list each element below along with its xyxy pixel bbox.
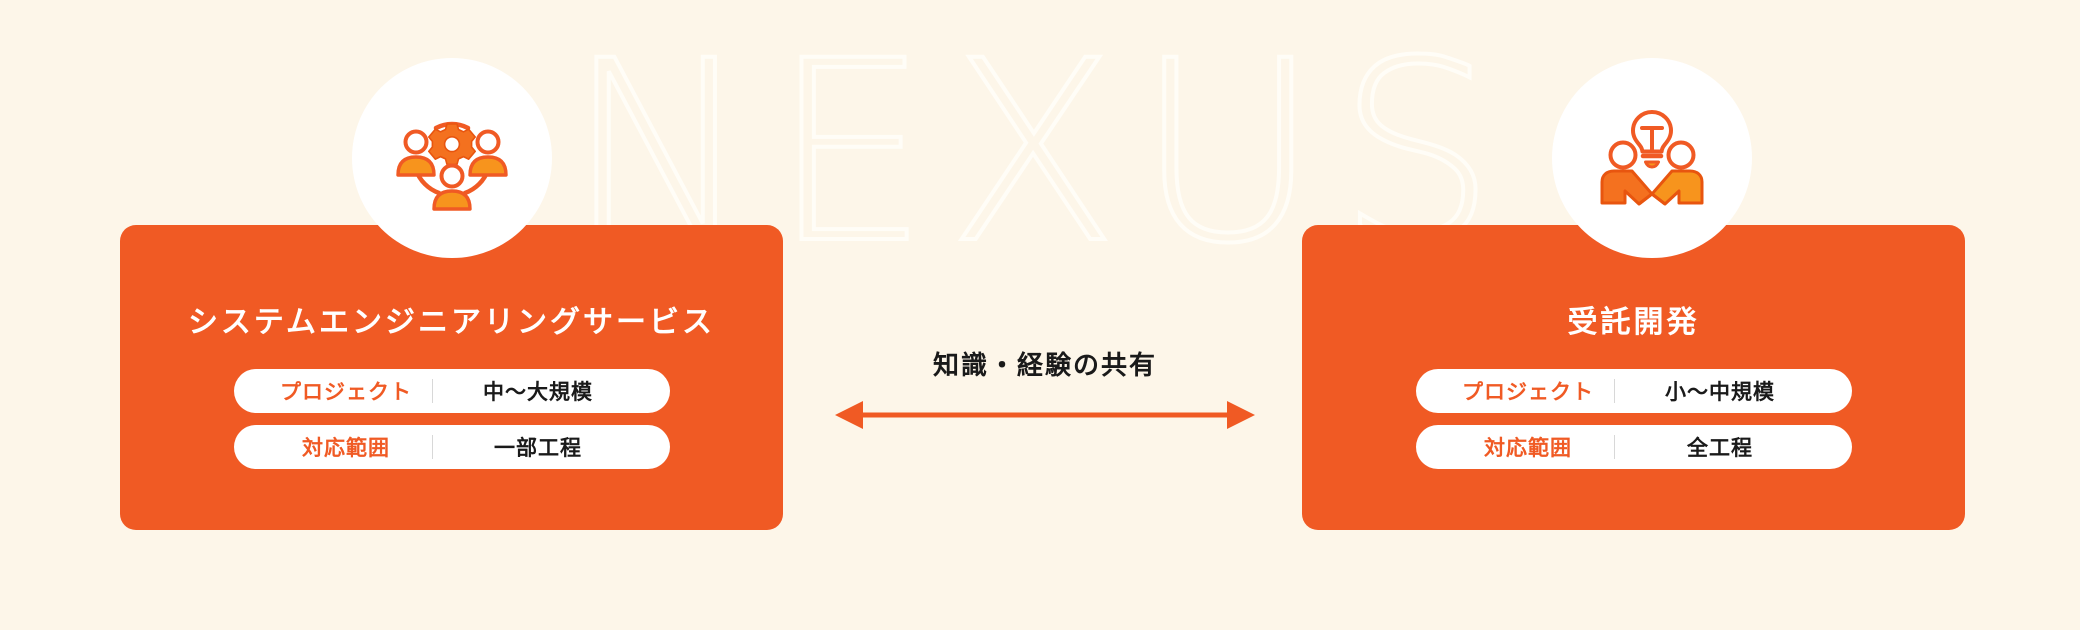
service-icon-badge-contract-development [1552, 58, 1752, 258]
double-headed-arrow-icon [835, 401, 1255, 429]
spec-label: プロジェクト [280, 381, 412, 404]
card-spec-list: プロジェクト 中〜大規模 対応範囲 一部工程 [120, 369, 783, 469]
spec-label: 対応範囲 [302, 437, 390, 460]
spec-row-scope: 対応範囲 一部工程 [233, 425, 670, 469]
service-card-ses: システムエンジニアリングサービス プロジェクト 中〜大規模 対応範囲 一部工程 [120, 225, 783, 530]
service-card-contract-development: 受託開発 プロジェクト 小〜中規模 対応範囲 全工程 [1302, 225, 1965, 530]
card-title: システムエンジニアリングサービス [187, 306, 716, 339]
spec-value: 小〜中規模 [1665, 381, 1775, 404]
spec-divider [1614, 379, 1615, 403]
spec-value: 全工程 [1687, 437, 1753, 460]
spec-divider [432, 435, 433, 459]
handshake-lightbulb-icon [1600, 110, 1704, 206]
spec-label: 対応範囲 [1484, 437, 1572, 460]
spec-divider [1614, 435, 1615, 459]
spec-value: 中〜大規模 [483, 381, 593, 404]
card-title: 受託開発 [1567, 306, 1700, 339]
spec-label: プロジェクト [1462, 381, 1594, 404]
people-network-gear-icon [396, 121, 508, 211]
spec-row-project: プロジェクト 中〜大規模 [233, 369, 670, 413]
spec-value: 一部工程 [494, 437, 582, 460]
service-icon-badge-ses [352, 58, 552, 258]
spec-row-project: プロジェクト 小〜中規模 [1415, 369, 1852, 413]
spec-divider [432, 379, 433, 403]
connector-label: 知識・経験の共有 [932, 350, 1157, 380]
spec-row-scope: 対応範囲 全工程 [1415, 425, 1852, 469]
card-spec-list: プロジェクト 小〜中規模 対応範囲 全工程 [1302, 369, 1965, 469]
knowledge-sharing-arrow [835, 398, 1255, 432]
